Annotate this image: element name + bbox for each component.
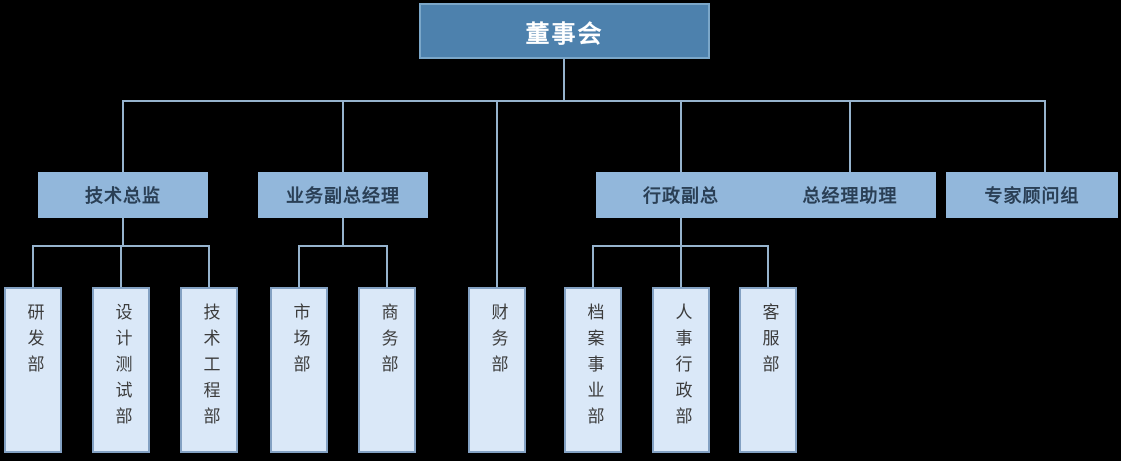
org-node-finance-dept: 财务部 bbox=[468, 287, 526, 453]
connector-drop-finance-dept bbox=[496, 100, 498, 289]
org-node-admin-deputy: 行政副总 bbox=[596, 172, 766, 218]
connector-drop-admin-deputy bbox=[680, 100, 682, 174]
dept-label: 市场部 bbox=[289, 303, 310, 381]
dept-label: 财务部 bbox=[487, 303, 508, 381]
dept-label: 客服部 bbox=[758, 303, 779, 381]
org-node-tech-director: 技术总监 bbox=[38, 172, 208, 218]
org-node-hr-admin-dept: 人事行政部 bbox=[652, 287, 710, 453]
org-node-service-dept: 客服部 bbox=[739, 287, 797, 453]
connector-drop-tech-director bbox=[122, 100, 124, 174]
connector-biz-deputy-rail bbox=[298, 245, 388, 247]
dept-label: 技术工程部 bbox=[199, 303, 220, 433]
connector-drop-biz-deputy-gm bbox=[342, 100, 344, 174]
connector-drop-expert-advisors bbox=[1044, 100, 1046, 174]
org-node-tech-eng-dept: 技术工程部 bbox=[180, 287, 238, 453]
connector-drop-design-test-dept bbox=[120, 245, 122, 289]
connector-root-stem bbox=[563, 57, 565, 102]
connector-drop-hr-admin-dept bbox=[680, 245, 682, 289]
org-node-expert-advisors: 专家顾问组 bbox=[946, 172, 1118, 218]
org-node-commerce-dept: 商务部 bbox=[358, 287, 416, 453]
org-node-board: 董事会 bbox=[419, 3, 710, 59]
connector-drop-marketing-dept bbox=[298, 245, 300, 289]
org-node-archives-dept: 档案事业部 bbox=[564, 287, 622, 453]
connector-tech-director-stem bbox=[122, 216, 124, 247]
dept-label: 研发部 bbox=[23, 303, 44, 381]
connector-drop-gm-assistant bbox=[849, 100, 851, 174]
org-node-design-test-dept: 设计测试部 bbox=[92, 287, 150, 453]
org-node-marketing-dept: 市场部 bbox=[270, 287, 328, 453]
connector-drop-tech-eng-dept bbox=[208, 245, 210, 289]
connector-admin-deputy-stem bbox=[680, 216, 682, 247]
connector-drop-service-dept bbox=[767, 245, 769, 289]
org-node-biz-deputy-gm: 业务副总经理 bbox=[258, 172, 428, 218]
connector-drop-commerce-dept bbox=[386, 245, 388, 289]
dept-label: 档案事业部 bbox=[583, 303, 604, 433]
org-node-rd-dept: 研发部 bbox=[4, 287, 62, 453]
connector-drop-archives-dept bbox=[592, 245, 594, 289]
dept-label: 人事行政部 bbox=[671, 303, 692, 433]
connector-main-rail bbox=[122, 100, 1046, 102]
org-node-gm-assistant: 总经理助理 bbox=[764, 172, 936, 218]
connector-drop-rd-dept bbox=[32, 245, 34, 289]
dept-label: 设计测试部 bbox=[111, 303, 132, 433]
dept-label: 商务部 bbox=[377, 303, 398, 381]
connector-biz-deputy-stem bbox=[342, 216, 344, 247]
